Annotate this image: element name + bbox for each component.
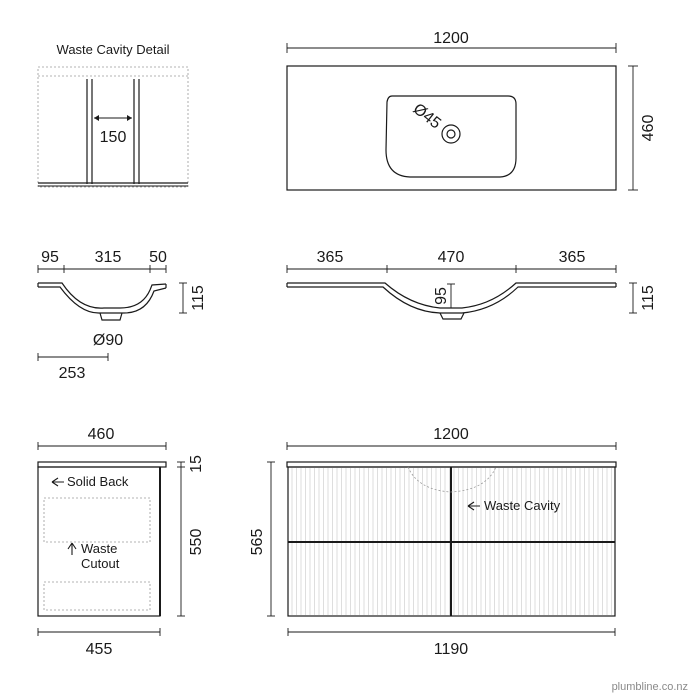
cabinet-top-thickness-label: 15	[188, 455, 205, 473]
solid-back-label: Solid Back	[67, 474, 129, 489]
waste-cavity-arrow-icon	[467, 501, 480, 511]
side-seg-left-label: 95	[41, 249, 59, 266]
side-bowl-top-profile	[38, 282, 167, 309]
front-height-label: 115	[640, 285, 657, 311]
cabinet-front-bottom-width-label: 1190	[434, 641, 469, 658]
front-waste-outlet	[439, 312, 465, 320]
cabinet-front-height-label: 565	[249, 529, 266, 556]
cabinet-side-top-width-label: 460	[88, 426, 115, 443]
cabinet-front-view: 1200 Waste Cavity 565 1190	[249, 426, 617, 658]
waste-cavity-detail: Waste Cavity Detail 150	[37, 42, 189, 188]
side-seg-right-label: 50	[149, 249, 167, 266]
solid-back-arrow-icon	[51, 477, 64, 487]
front-bowl-depth-label: 95	[433, 287, 450, 305]
cabinet-front-top-width-label: 1200	[433, 426, 469, 443]
front-bowl-bottom-profile	[287, 286, 616, 314]
front-seg-mid-label: 470	[438, 249, 465, 266]
plan-waste-outer	[441, 124, 461, 144]
cabinet-side-view: 460 Solid Back Waste Cutout 15 550 455	[37, 426, 205, 658]
plan-waste-inner	[446, 129, 456, 139]
basin-top-plan: 1200 Ø45 460	[286, 30, 657, 191]
plan-bowl-outline	[385, 95, 517, 178]
waste-cavity-label: Waste Cavity	[484, 498, 561, 513]
plan-waste-label: Ø45	[410, 100, 444, 132]
front-seg-right-label: 365	[559, 249, 586, 266]
side-height-label: 115	[190, 285, 207, 311]
side-waste-label: Ø90	[93, 332, 123, 349]
cabinet-side-hidden-upper	[43, 497, 151, 543]
cavity-width-label: 150	[100, 129, 127, 146]
side-waste-outlet	[99, 312, 123, 321]
cavity-arrow-right	[127, 115, 132, 121]
front-seg-left-label: 365	[317, 249, 344, 266]
cabinet-front-waste-cavity-outline	[407, 466, 497, 493]
cabinet-side-hidden-lower	[43, 581, 151, 611]
plan-depth-label: 460	[640, 115, 657, 142]
basin-front-section: 365 470 365 95 115	[286, 249, 657, 320]
waste-cavity-detail-title: Waste Cavity Detail	[57, 42, 170, 57]
watermark: plumbline.co.nz	[612, 681, 688, 693]
plan-outline	[286, 65, 617, 191]
waste-cavity-outline	[37, 66, 189, 188]
side-offset-label: 253	[59, 365, 86, 382]
cabinet-side-bottom-width-label: 455	[86, 641, 113, 658]
cavity-arrow-left	[94, 115, 99, 121]
waste-cutout-label-line2: Cutout	[81, 556, 120, 571]
cabinet-side-top-slab	[37, 461, 167, 468]
side-bowl-bottom-profile	[38, 286, 167, 314]
waste-cutout-label-line1: Waste	[81, 541, 117, 556]
cabinet-side-height-label: 550	[188, 529, 205, 556]
basin-side-section: 95 315 50 Ø90 115 253	[37, 249, 207, 382]
plan-width-label: 1200	[433, 30, 469, 47]
cabinet-front-top-slab	[286, 461, 617, 468]
side-seg-mid-label: 315	[95, 249, 122, 266]
waste-cutout-arrow-icon	[67, 542, 77, 555]
